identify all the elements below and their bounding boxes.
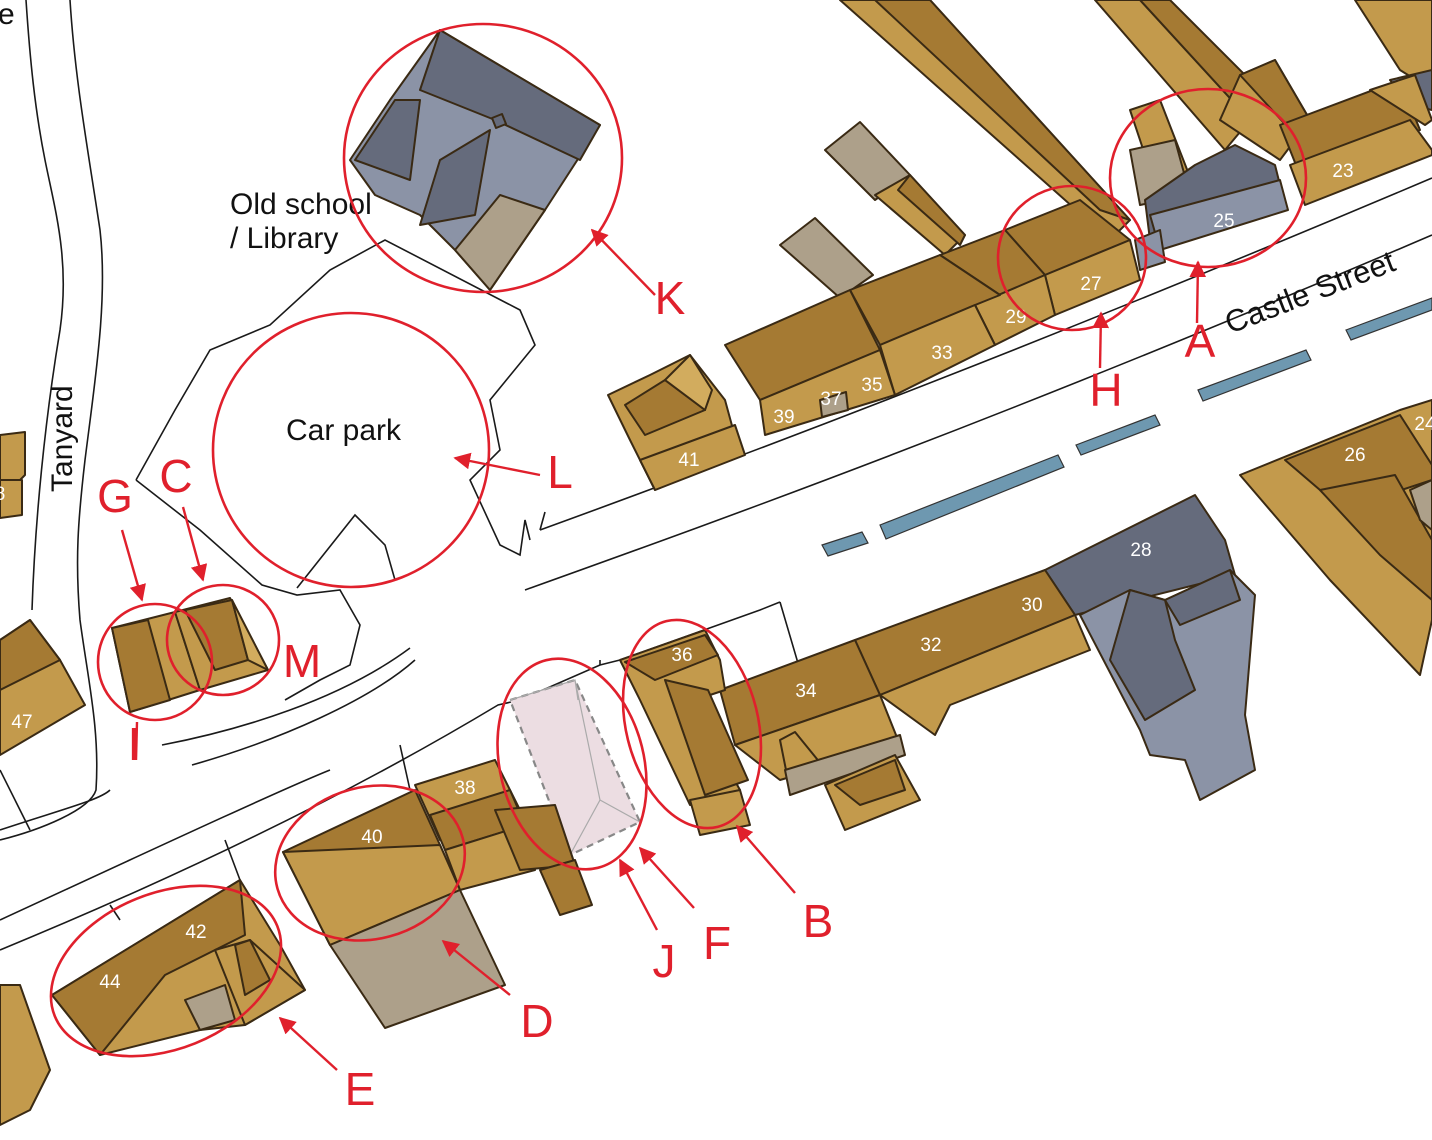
arrow-a — [1189, 260, 1207, 324]
north-terrace — [607, 0, 1432, 491]
arrow-l — [453, 452, 541, 477]
number-39: 39 — [773, 407, 794, 428]
ring-b — [621, 618, 763, 830]
number-32: 32 — [920, 635, 941, 656]
ring-e — [49, 884, 283, 1058]
label-car-park: Car park — [286, 414, 402, 447]
callout-letter-m: M — [283, 635, 321, 687]
callout-letter-f: F — [703, 917, 731, 969]
callout-letter-a: A — [1185, 315, 1216, 367]
arrow-j — [618, 858, 659, 931]
highlight-rings — [49, 22, 1308, 1058]
callout-arrows — [120, 228, 1207, 1071]
number-41: 41 — [678, 450, 699, 471]
arrow-h — [1092, 311, 1110, 369]
arrow-b — [735, 824, 796, 894]
ring-h — [996, 184, 1148, 332]
number-47: 47 — [11, 712, 32, 733]
number-48-fragment: 8 — [0, 484, 5, 505]
callout-letters: K L A H G C M I B F J D E — [97, 272, 1216, 1115]
label-library: / Library — [230, 222, 338, 255]
number-38: 38 — [454, 778, 475, 799]
arrow-d — [441, 939, 511, 996]
ring-g — [96, 602, 214, 722]
number-29: 29 — [1005, 307, 1026, 328]
arrow-i — [134, 721, 139, 761]
parking-bay — [821, 531, 869, 557]
south-terrace — [0, 431, 1256, 1126]
number-27: 27 — [1080, 274, 1101, 295]
arrow-f — [638, 846, 695, 909]
demolished-building — [508, 678, 642, 857]
arrow-k — [590, 228, 656, 296]
label-tanyard: Tanyard — [46, 385, 79, 492]
callout-letter-i: I — [128, 718, 141, 770]
arrow-c — [181, 506, 208, 582]
number-24: 24 — [1414, 414, 1432, 435]
number-44: 44 — [99, 972, 121, 993]
ring-d — [273, 784, 467, 942]
number-23: 23 — [1332, 161, 1353, 182]
number-33: 33 — [931, 343, 952, 364]
building-numbers: 23 25 27 29 33 35 37 39 41 26 24 28 30 3… — [0, 161, 1432, 993]
callout-letter-l: L — [547, 446, 573, 498]
arrow-g — [120, 529, 146, 602]
number-30: 30 — [1021, 595, 1042, 616]
callout-letter-e: E — [345, 1063, 376, 1115]
number-36: 36 — [671, 645, 692, 666]
number-37: 37 — [820, 389, 841, 410]
callout-letter-j: J — [653, 935, 676, 987]
parking-bays — [821, 297, 1432, 557]
ring-m — [165, 583, 281, 697]
number-35: 35 — [861, 375, 882, 396]
number-42: 42 — [185, 922, 206, 943]
parking-bay — [879, 454, 1065, 540]
parking-bay — [1197, 349, 1312, 402]
label-old-school: Old school — [230, 188, 372, 221]
callout-letter-b: B — [803, 895, 834, 947]
ring-a — [1108, 87, 1308, 269]
number-25: 25 — [1213, 211, 1234, 232]
arrow-e — [278, 1016, 338, 1071]
ring-j — [496, 657, 648, 871]
east-block — [1239, 399, 1432, 676]
callout-letter-h: H — [1089, 364, 1122, 416]
label-edge-fragment: e — [0, 0, 15, 31]
number-28: 28 — [1130, 540, 1151, 561]
number-26: 26 — [1344, 445, 1365, 466]
old-school-library — [349, 29, 601, 291]
callout-letter-c: C — [159, 450, 192, 502]
parking-bay — [1075, 414, 1161, 456]
number-34: 34 — [795, 681, 817, 702]
callout-letter-k: K — [655, 272, 686, 324]
callout-letter-d: D — [520, 995, 553, 1047]
parking-bay — [1345, 297, 1432, 341]
ring-k — [342, 22, 624, 294]
callout-letter-g: G — [97, 470, 133, 522]
ring-l — [211, 311, 491, 589]
number-40: 40 — [361, 827, 382, 848]
